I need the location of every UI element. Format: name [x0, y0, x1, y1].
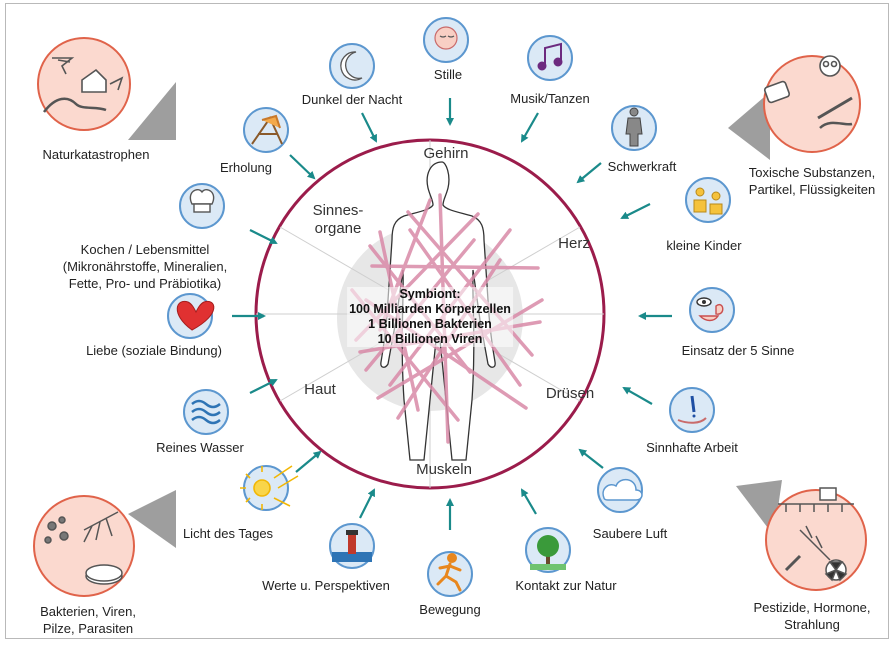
- dunkel-icon-bg: [330, 44, 374, 88]
- label-kinder: kleine Kinder: [666, 238, 741, 254]
- label-toxische-line2: Partikel, Flüssigkeiten: [749, 182, 875, 198]
- zone-sinnesorgane-line1: Sinnes-: [313, 202, 364, 220]
- pointer-naturkatastrophen: [128, 82, 176, 140]
- arrow-erholung: [290, 155, 314, 178]
- label-bakterien-line2: Pilze, Parasiten: [43, 621, 133, 637]
- zone-haut: Haut: [304, 381, 336, 399]
- symbiont-line1: 100 Milliarden Körperzellen: [347, 302, 513, 317]
- threat-pestizide: [766, 490, 866, 590]
- kochen-icon: [190, 190, 213, 212]
- pointer-bakterien: [128, 490, 176, 548]
- zone-muskeln: Muskeln: [416, 461, 472, 479]
- arrow-schwerkraft: [578, 163, 601, 182]
- label-pestizide-line2: Strahlung: [784, 617, 840, 633]
- label-bewegung: Bewegung: [419, 602, 480, 618]
- label-dunkel: Dunkel der Nacht: [302, 92, 402, 108]
- label-erholung: Erholung: [220, 160, 272, 176]
- zone-herz: Herz: [558, 235, 590, 253]
- label-luft: Saubere Luft: [593, 526, 667, 542]
- label-licht: Licht des Tages: [183, 526, 273, 542]
- label-musik: Musik/Tanzen: [510, 91, 589, 107]
- arrow-kochen: [250, 230, 276, 243]
- musik-icon-bg: [528, 36, 572, 80]
- sinne-icon-bg: [690, 288, 734, 332]
- label-wasser: Reines Wasser: [156, 440, 244, 456]
- label-natur: Kontakt zur Natur: [515, 578, 616, 594]
- label-stille: Stille: [434, 67, 462, 83]
- label-kochen-line3: Fette, Pro- und Präbiotika): [69, 276, 221, 292]
- arrow-kinder: [622, 204, 650, 218]
- label-schwerkraft: Schwerkraft: [608, 159, 677, 175]
- arrow-licht: [296, 452, 320, 472]
- label-kochen-line2: (Mikronährstoffe, Mineralien,: [63, 259, 228, 275]
- label-kochen-line1: Kochen / Lebensmittel: [81, 242, 210, 258]
- arbeit-icon-bg: [670, 388, 714, 432]
- threat-toxische: [764, 56, 860, 152]
- label-bakterien-line1: Bakterien, Viren,: [40, 604, 136, 620]
- arrow-arbeit: [624, 388, 652, 404]
- stille-icon: [435, 27, 457, 49]
- zone-gehirn: Gehirn: [423, 145, 468, 163]
- symbiont-line2: 1 Billionen Bakterien: [347, 317, 513, 332]
- zone-druesen: Drüsen: [546, 385, 594, 403]
- label-toxische-line1: Toxische Substanzen,: [749, 165, 875, 181]
- arrow-luft: [580, 450, 603, 468]
- zone-sinnesorgane-line2: organe: [315, 220, 362, 238]
- label-sinne: Einsatz der 5 Sinne: [682, 343, 795, 359]
- arrow-musik: [522, 113, 538, 141]
- label-naturkatastrophen: Naturkatastrophen: [43, 147, 150, 163]
- arrow-werte: [360, 490, 374, 518]
- arrow-natur: [522, 490, 536, 514]
- label-pestizide-line1: Pestizide, Hormone,: [753, 600, 870, 616]
- symbiont-title: Symbiont:: [347, 287, 513, 302]
- kinder-icon-bg: [686, 178, 730, 222]
- label-werte: Werte u. Perspektiven: [262, 578, 390, 594]
- symbiont-text: Symbiont: 100 Milliarden Körperzellen 1 …: [347, 287, 513, 347]
- label-arbeit: Sinnhafte Arbeit: [646, 440, 738, 456]
- arrow-dunkel: [362, 113, 376, 141]
- label-liebe: Liebe (soziale Bindung): [86, 343, 222, 359]
- symbiont-line3: 10 Billionen Viren: [347, 332, 513, 347]
- erholung-icon-bg: [244, 108, 288, 152]
